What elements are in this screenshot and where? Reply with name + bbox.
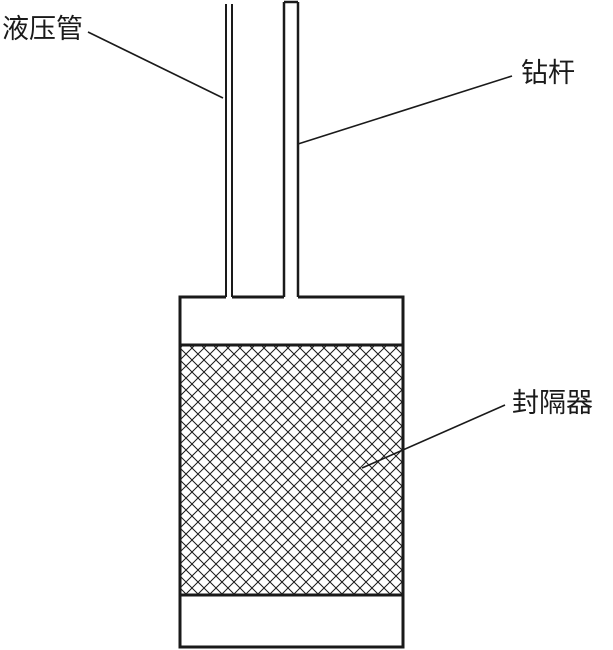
packer-leader (361, 404, 506, 469)
hydraulic-tube-label: 液压管 (2, 14, 83, 45)
hydraulic-tube (225, 4, 233, 297)
packer-seal (178, 343, 405, 597)
drill-rod (282, 0, 300, 297)
packer-body (178, 295, 405, 649)
hydraulic-tube-leader (87, 31, 224, 99)
leader-lines (87, 31, 513, 469)
drill-rod-leader (297, 75, 513, 145)
packer-label: 封隔器 (512, 388, 593, 419)
drill-rod-label: 钻杆 (521, 58, 575, 89)
